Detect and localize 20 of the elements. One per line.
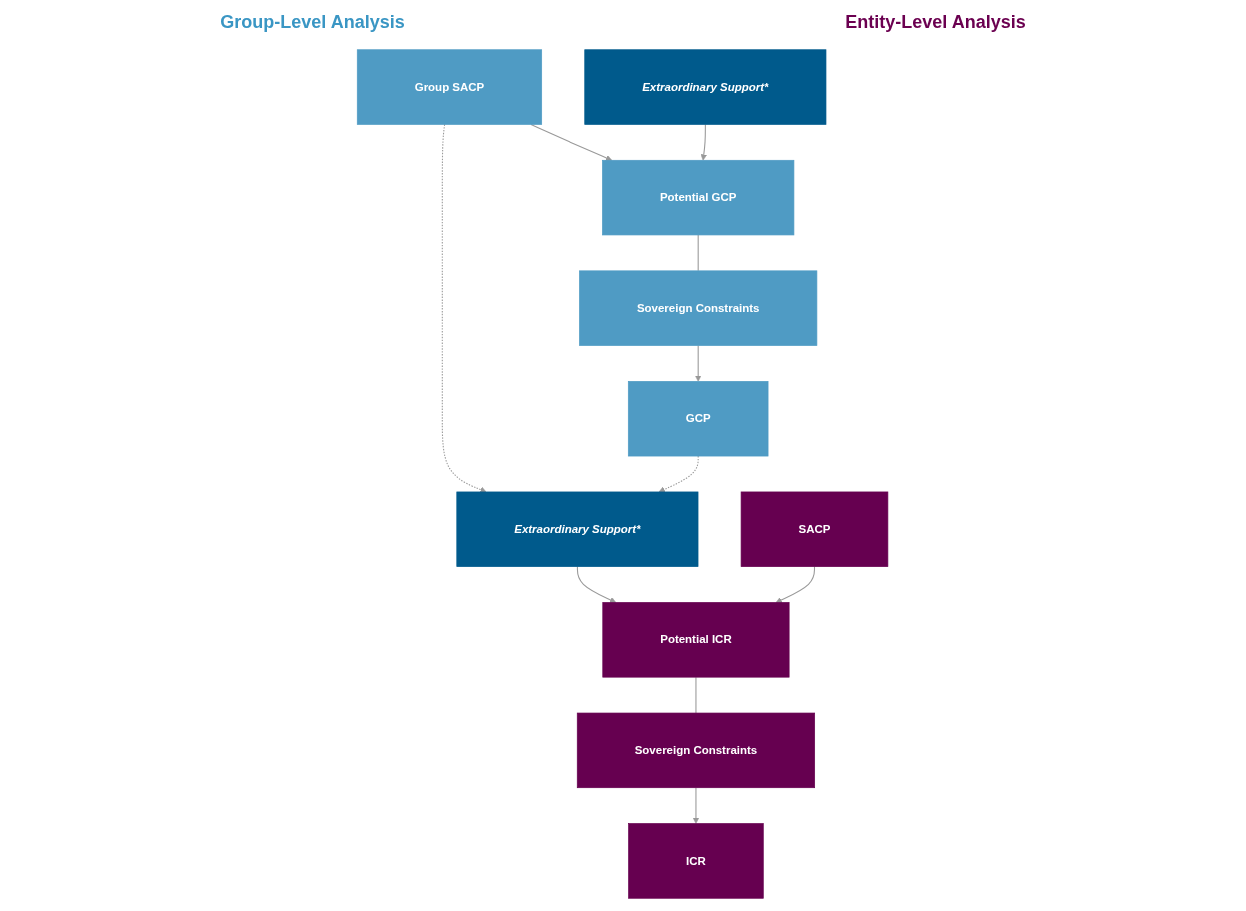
arrow <box>776 566 816 603</box>
node-box: Sovereign Constraints <box>579 270 818 346</box>
node-box: Group SACP <box>357 49 543 125</box>
column-heading: Group-Level Analysis <box>220 11 405 33</box>
node-box: Extraordinary Support* <box>456 491 699 567</box>
node-box: GCP <box>628 381 769 457</box>
node-box: Extraordinary Support* <box>584 49 827 125</box>
arrow <box>530 123 613 161</box>
node-box: Sovereign Constraints <box>577 712 816 789</box>
node-box: Potential GCP <box>602 159 795 236</box>
arrow <box>695 344 702 382</box>
node-box: Potential ICR <box>602 602 790 678</box>
node-box: SACP <box>741 491 889 567</box>
connector <box>698 234 700 272</box>
column-heading: Entity-Level Analysis <box>845 11 1026 33</box>
arrow <box>701 123 708 161</box>
arrow <box>577 566 617 603</box>
connector <box>695 676 697 714</box>
arrow <box>693 787 700 824</box>
node-box: ICR <box>628 823 765 899</box>
